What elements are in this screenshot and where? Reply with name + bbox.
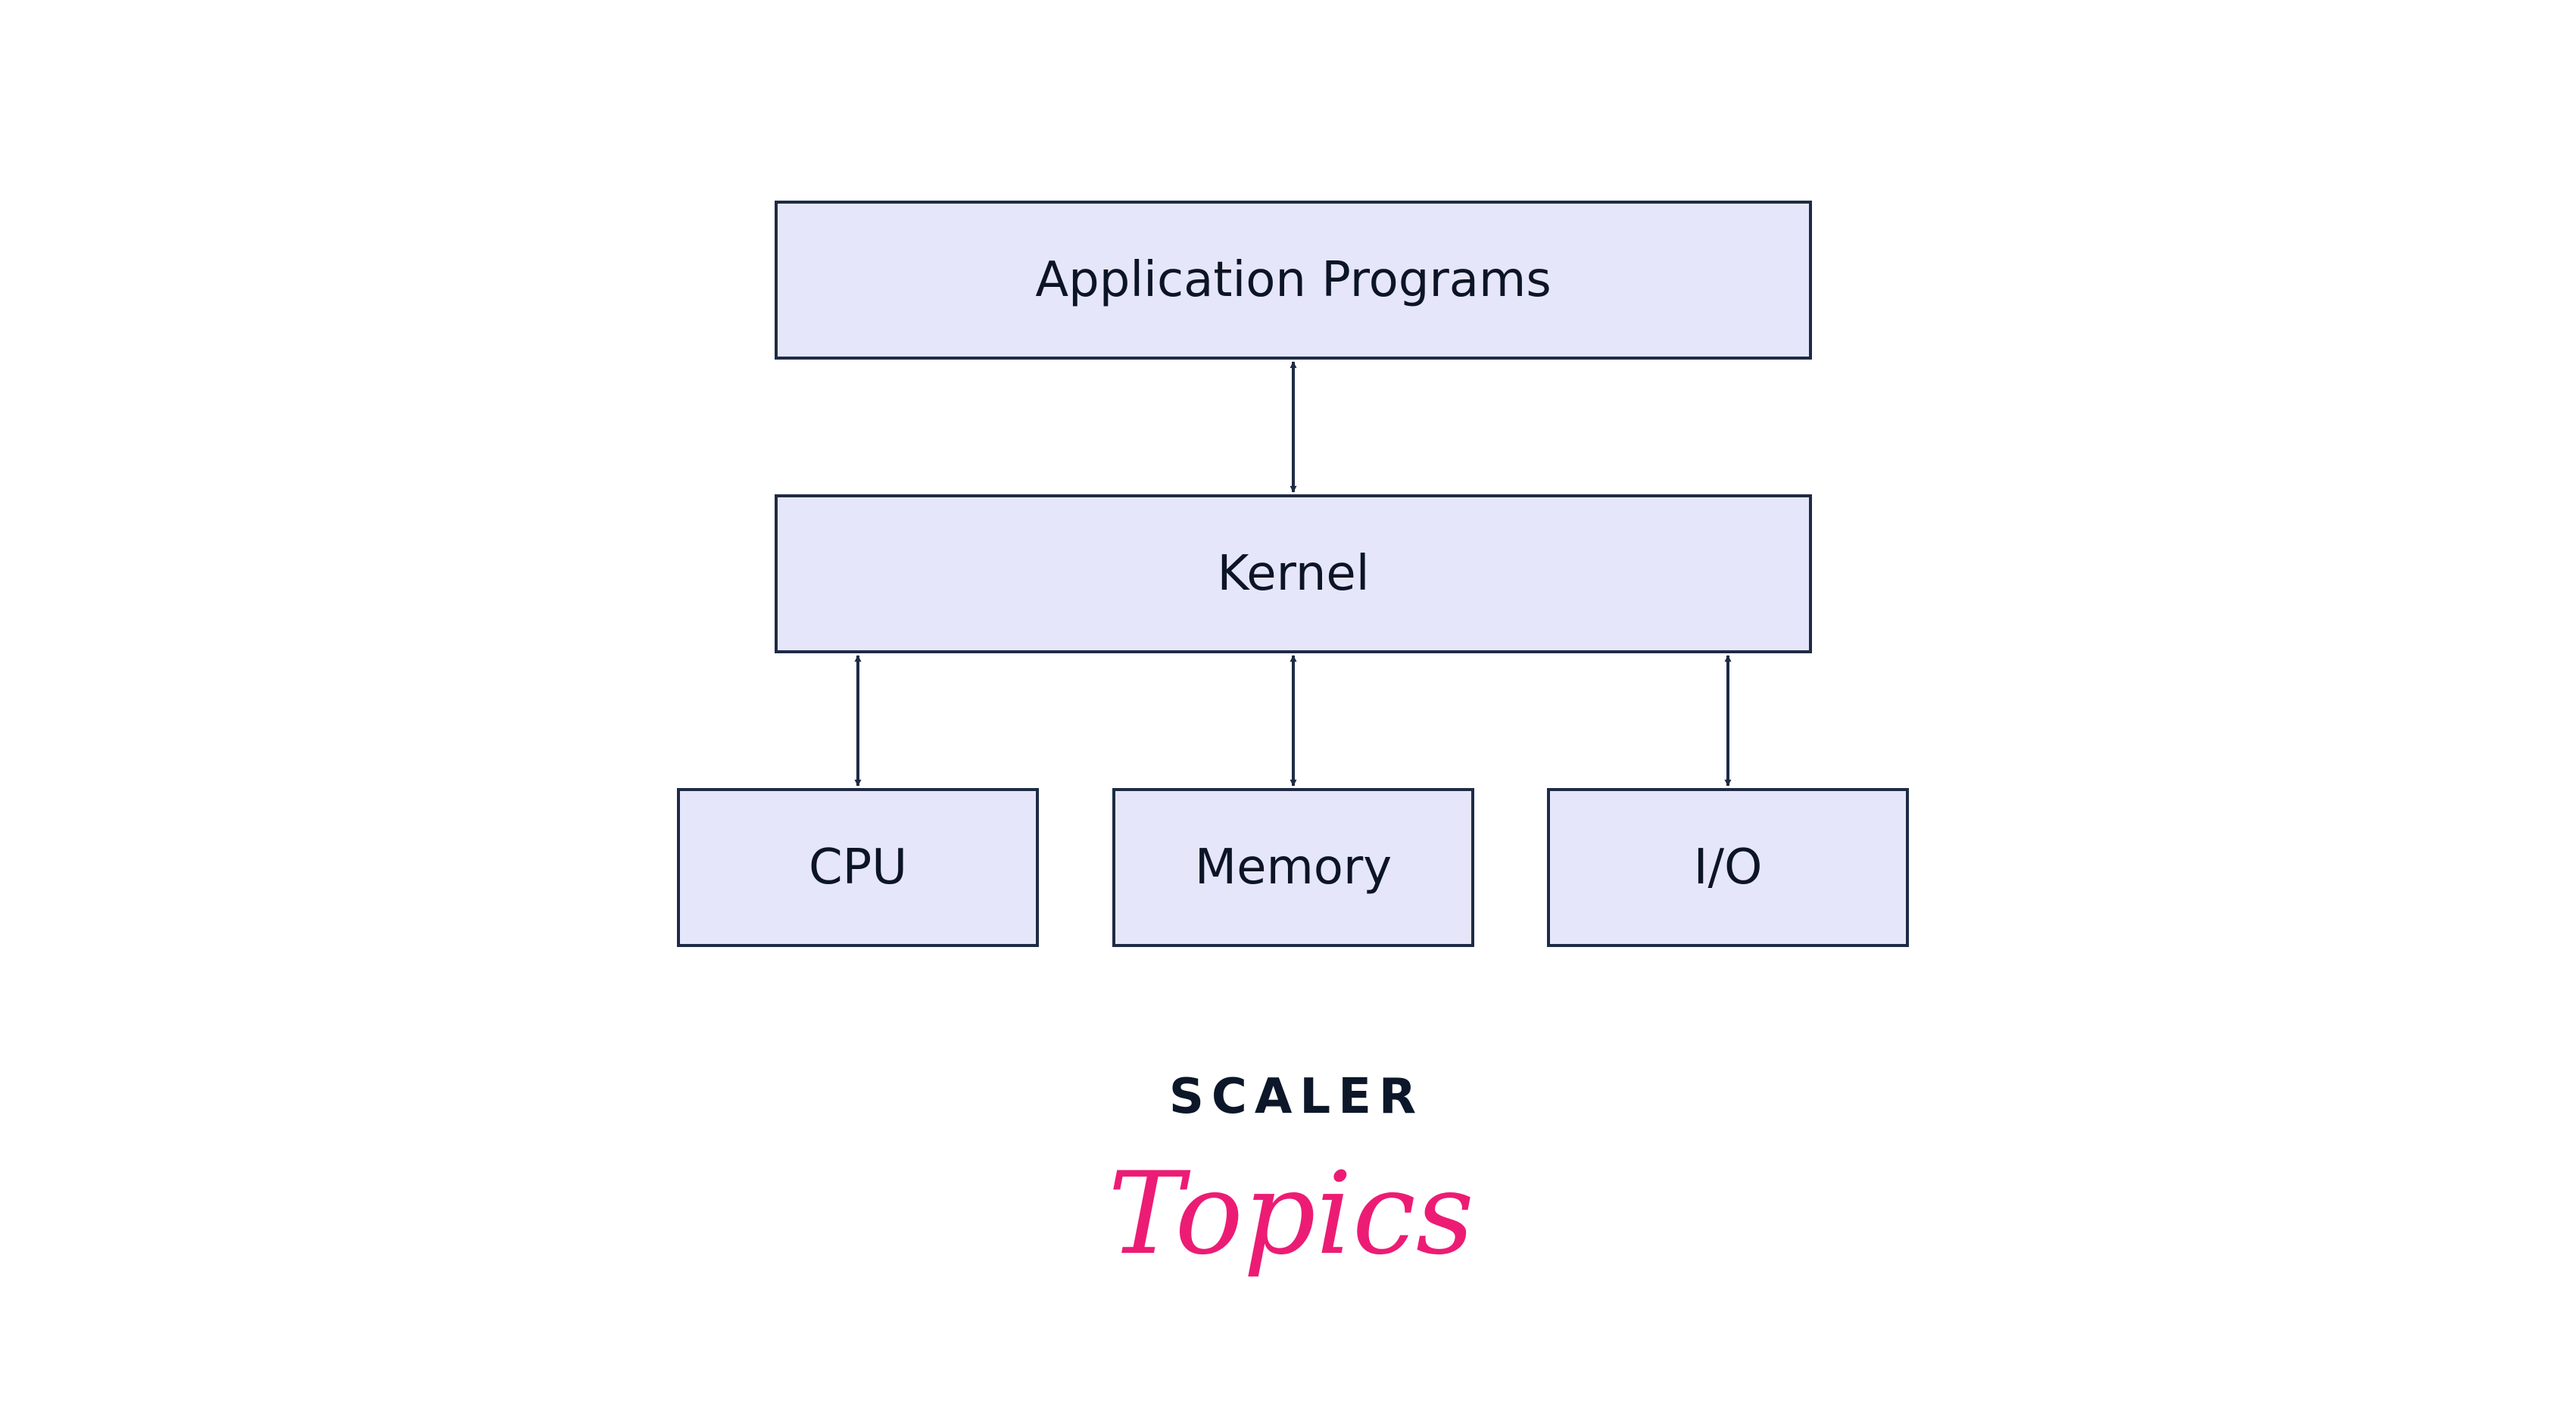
node-label: CPU [809,840,907,896]
node-application-programs: Application Programs [775,201,1812,360]
scaler-topics-logo: SCALER Topics [1108,1069,1474,1280]
node-label: I/O [1694,840,1763,896]
node-kernel: Kernel [775,494,1812,653]
node-memory: Memory [1112,788,1474,947]
logo-line2: Topics [1108,1148,1474,1280]
node-io: I/O [1547,788,1909,947]
node-label: Memory [1195,840,1392,896]
node-cpu: CPU [677,788,1039,947]
node-label: Kernel [1217,546,1369,602]
logo-line1: SCALER [1169,1069,1424,1125]
node-label: Application Programs [1035,252,1551,308]
